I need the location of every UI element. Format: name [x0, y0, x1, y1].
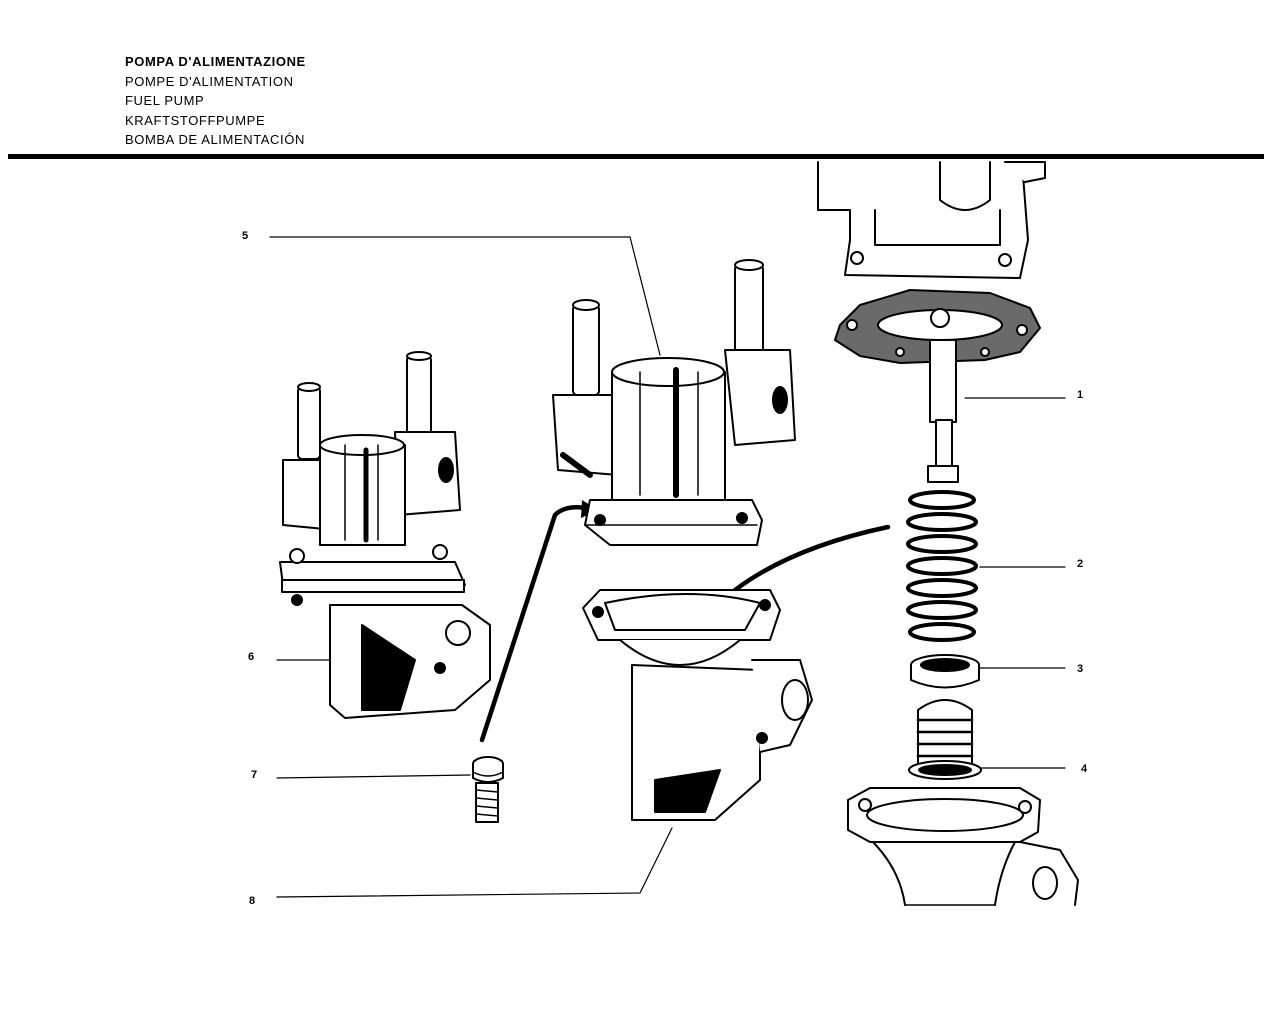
screw-drawing — [472, 756, 504, 823]
pump-cover-drawing — [552, 259, 796, 546]
callout-4: 4 — [1081, 763, 1088, 775]
title-spanish: BOMBA DE ALIMENTACIÓN — [125, 132, 305, 147]
callout-2: 2 — [1077, 558, 1084, 570]
header-titles: POMPA D'ALIMENTAZIONE POMPE D'ALIMENTATI… — [125, 52, 306, 150]
callout-3: 3 — [1077, 663, 1084, 675]
oil-seal-drawing — [908, 699, 982, 780]
title-french: POMPE D'ALIMENTATION — [125, 73, 294, 89]
title-italian: POMPA D'ALIMENTAZIONE — [125, 54, 306, 69]
callout-5: 5 — [242, 230, 249, 242]
lower-housing-drawing — [847, 787, 1079, 906]
upper-housing-drawing — [817, 161, 1046, 279]
pump-body-drawing — [582, 589, 813, 821]
arrow-screw-to-cover — [479, 505, 588, 743]
assembled-pump-drawing — [279, 351, 491, 719]
spring-drawing — [906, 490, 978, 642]
callout-1: 1 — [1077, 389, 1084, 401]
callout-8: 8 — [249, 895, 256, 907]
leader-lines — [269, 236, 1066, 898]
diaphragm-drawing — [834, 289, 1041, 483]
leader-line-5 — [269, 236, 661, 356]
spring-cup-drawing — [910, 654, 980, 689]
leader-line-8 — [276, 827, 673, 898]
title-german: KRAFTSTOFFPUMPE — [125, 112, 266, 128]
leader-line-7 — [276, 774, 471, 779]
callout-7: 7 — [251, 769, 258, 781]
header-rule — [8, 154, 1264, 159]
callout-6: 6 — [248, 651, 255, 663]
title-english: FUEL PUMP — [125, 93, 205, 108]
